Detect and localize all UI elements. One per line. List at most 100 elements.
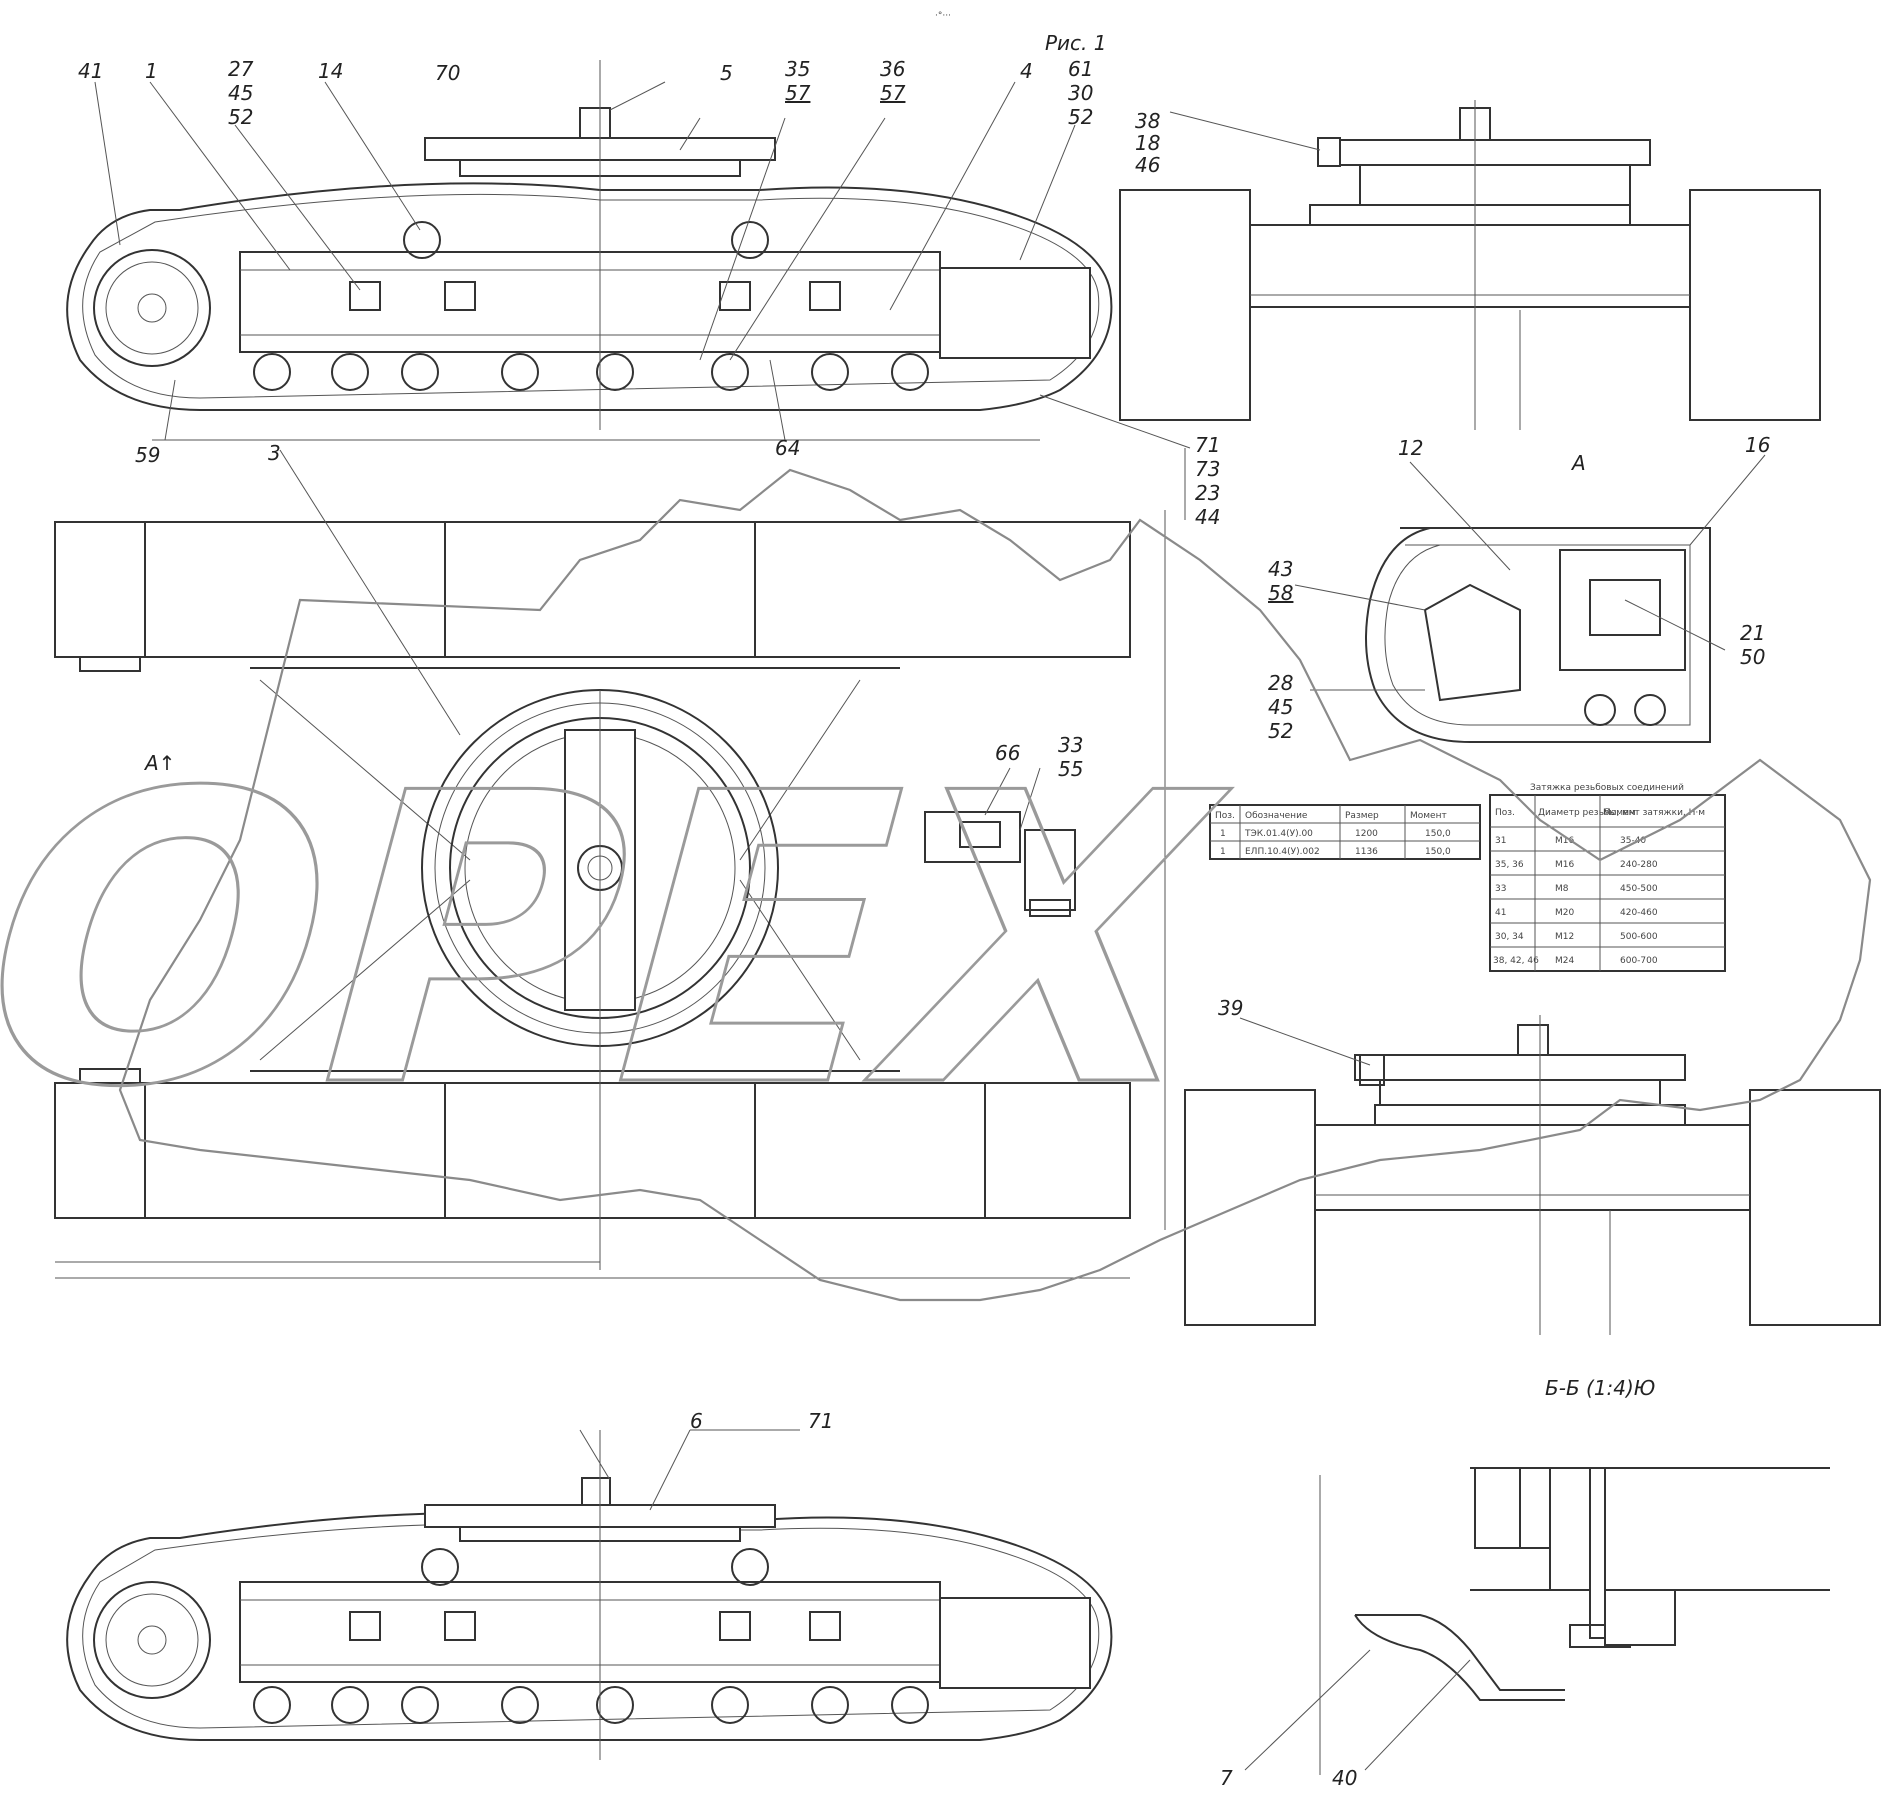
callout-52a: 52 bbox=[228, 105, 253, 129]
tl-r2c2: 1136 bbox=[1355, 847, 1378, 857]
callout-40: 40 bbox=[1332, 1766, 1357, 1790]
callout-64: 64 bbox=[775, 436, 800, 460]
leaders-plan bbox=[279, 448, 1186, 831]
table-left: Поз. Обозначение Размер Момент 1 ТЭК.01.… bbox=[1209, 804, 1481, 860]
callout-21: 21 bbox=[1740, 621, 1765, 645]
callout-43: 43 bbox=[1268, 557, 1293, 581]
callout-52b: 52 bbox=[1068, 105, 1093, 129]
callout-70: 70 bbox=[435, 61, 460, 85]
view-a-detail bbox=[1294, 454, 1766, 743]
callout-58: 58 bbox=[1268, 581, 1293, 605]
tl-r1c0: 1 bbox=[1220, 829, 1226, 839]
callout-4: 4 bbox=[1020, 59, 1033, 83]
tr-r6c1: М24 bbox=[1555, 956, 1574, 966]
tl-r1c2: 1200 bbox=[1355, 829, 1378, 839]
callout-1: 1 bbox=[145, 59, 158, 83]
tr-r3c0: 33 bbox=[1495, 884, 1506, 894]
callout-18: 18 bbox=[1135, 131, 1160, 155]
tl-r2c0: 1 bbox=[1220, 847, 1226, 857]
section-label: Б-Б (1:4)Ю bbox=[1545, 1376, 1655, 1400]
callout-66: 66 bbox=[995, 741, 1020, 765]
callout-41: 41 bbox=[78, 59, 103, 83]
callout-16: 16 bbox=[1745, 433, 1770, 457]
leaders-top bbox=[94, 81, 1191, 449]
callout-39: 39 bbox=[1218, 996, 1243, 1020]
callout-45a: 45 bbox=[228, 81, 253, 105]
tr-r6c0: 38, 42, 46 bbox=[1493, 956, 1539, 966]
tables: Поз. Обозначение Размер Момент 1 ТЭК.01.… bbox=[1209, 783, 1726, 972]
road-wheels-top bbox=[253, 353, 929, 391]
callout-73: 73 bbox=[1195, 457, 1220, 481]
callout-36: 36 bbox=[880, 57, 905, 81]
callout-46: 46 bbox=[1135, 153, 1160, 177]
tr-r1c1: М16 bbox=[1555, 836, 1574, 846]
callout-71b: 71 bbox=[808, 1409, 833, 1433]
tr-r6c2: 600-700 bbox=[1620, 956, 1658, 966]
callout-3: 3 bbox=[268, 441, 281, 465]
callout-38: 38 bbox=[1135, 109, 1160, 133]
tr-caption: Затяжка резьбовых соединений bbox=[1530, 783, 1684, 793]
tl-h0: Поз. bbox=[1215, 811, 1235, 821]
tl-r1c1: ТЭК.01.4(У).00 bbox=[1244, 829, 1313, 839]
side-view-top bbox=[66, 60, 1113, 441]
tl-r2c3: 150,0 bbox=[1425, 847, 1451, 857]
callout-59: 59 bbox=[135, 443, 160, 467]
tl-r1c3: 150,0 bbox=[1425, 829, 1451, 839]
callout-23: 23 bbox=[1195, 481, 1220, 505]
callout-30: 30 bbox=[1068, 81, 1093, 105]
section-bb bbox=[1244, 1467, 1830, 1775]
tl-h1: Обозначение bbox=[1245, 811, 1308, 821]
callout-27: 27 bbox=[228, 57, 254, 81]
tr-r3c2: 450-500 bbox=[1620, 884, 1658, 894]
drawing-title: Рис. 1 bbox=[1045, 31, 1107, 55]
watermark-logo: OPEX bbox=[0, 468, 1872, 1302]
tr-r2c0: 35, 36 bbox=[1495, 860, 1524, 870]
bracket-detail-66 bbox=[924, 811, 1076, 917]
plan-view bbox=[54, 510, 1166, 1279]
table-right: Затяжка резьбовых соединений Поз. Диамет… bbox=[1489, 783, 1726, 972]
callout-55: 55 bbox=[1058, 757, 1083, 781]
callout-45b: 45 bbox=[1268, 695, 1293, 719]
callout-12: 12 bbox=[1398, 436, 1423, 460]
callout-61: 61 bbox=[1068, 57, 1093, 81]
callout-5: 5 bbox=[720, 61, 733, 85]
view-a-label: А bbox=[1570, 451, 1586, 475]
tr-r4c0: 41 bbox=[1495, 908, 1506, 918]
tr-h1: Диаметр резьбы, мм bbox=[1538, 808, 1636, 818]
tr-r3c1: М8 bbox=[1555, 884, 1569, 894]
front-view-bottom bbox=[1184, 1015, 1881, 1335]
watermark-text: OPEX bbox=[0, 710, 1265, 1176]
tr-r1c2: 35-40 bbox=[1620, 836, 1646, 846]
callout-57a: 57 bbox=[785, 81, 811, 105]
tr-r5c1: М12 bbox=[1555, 932, 1574, 942]
tr-r4c1: М20 bbox=[1555, 908, 1574, 918]
callout-44: 44 bbox=[1195, 505, 1220, 529]
tl-h3: Момент bbox=[1410, 811, 1447, 821]
callout-57b: 57 bbox=[880, 81, 906, 105]
road-wheels-bottom bbox=[253, 1686, 929, 1724]
callout-labels: 41 1 27 45 52 14 70 5 35 57 36 57 4 61 3… bbox=[78, 57, 1770, 1790]
side-view-bottom bbox=[66, 1429, 1113, 1760]
tr-r2c1: М16 bbox=[1555, 860, 1574, 870]
callout-28: 28 bbox=[1268, 671, 1293, 695]
callout-52c: 52 bbox=[1268, 719, 1293, 743]
view-a-arrow: А↑ bbox=[143, 751, 175, 775]
top-dots: ·°··· bbox=[935, 11, 951, 21]
callout-33: 33 bbox=[1058, 733, 1083, 757]
tl-r2c1: ЕЛП.10.4(У).002 bbox=[1245, 847, 1320, 857]
callout-6: 6 bbox=[690, 1409, 703, 1433]
front-view-top bbox=[1119, 100, 1821, 430]
callout-35: 35 bbox=[785, 57, 810, 81]
callout-14: 14 bbox=[318, 59, 343, 83]
tr-r1c0: 31 bbox=[1495, 836, 1506, 846]
tr-h0: Поз. bbox=[1495, 808, 1515, 818]
tr-r5c0: 30, 34 bbox=[1495, 932, 1524, 942]
tr-r4c2: 420-460 bbox=[1620, 908, 1658, 918]
callout-50: 50 bbox=[1740, 645, 1765, 669]
tr-h2: Момент затяжки, Н·м bbox=[1603, 808, 1705, 818]
tl-h2: Размер bbox=[1345, 811, 1379, 821]
tr-r5c2: 500-600 bbox=[1620, 932, 1658, 942]
callout-71a: 71 bbox=[1195, 433, 1220, 457]
tr-r2c2: 240-280 bbox=[1620, 860, 1658, 870]
